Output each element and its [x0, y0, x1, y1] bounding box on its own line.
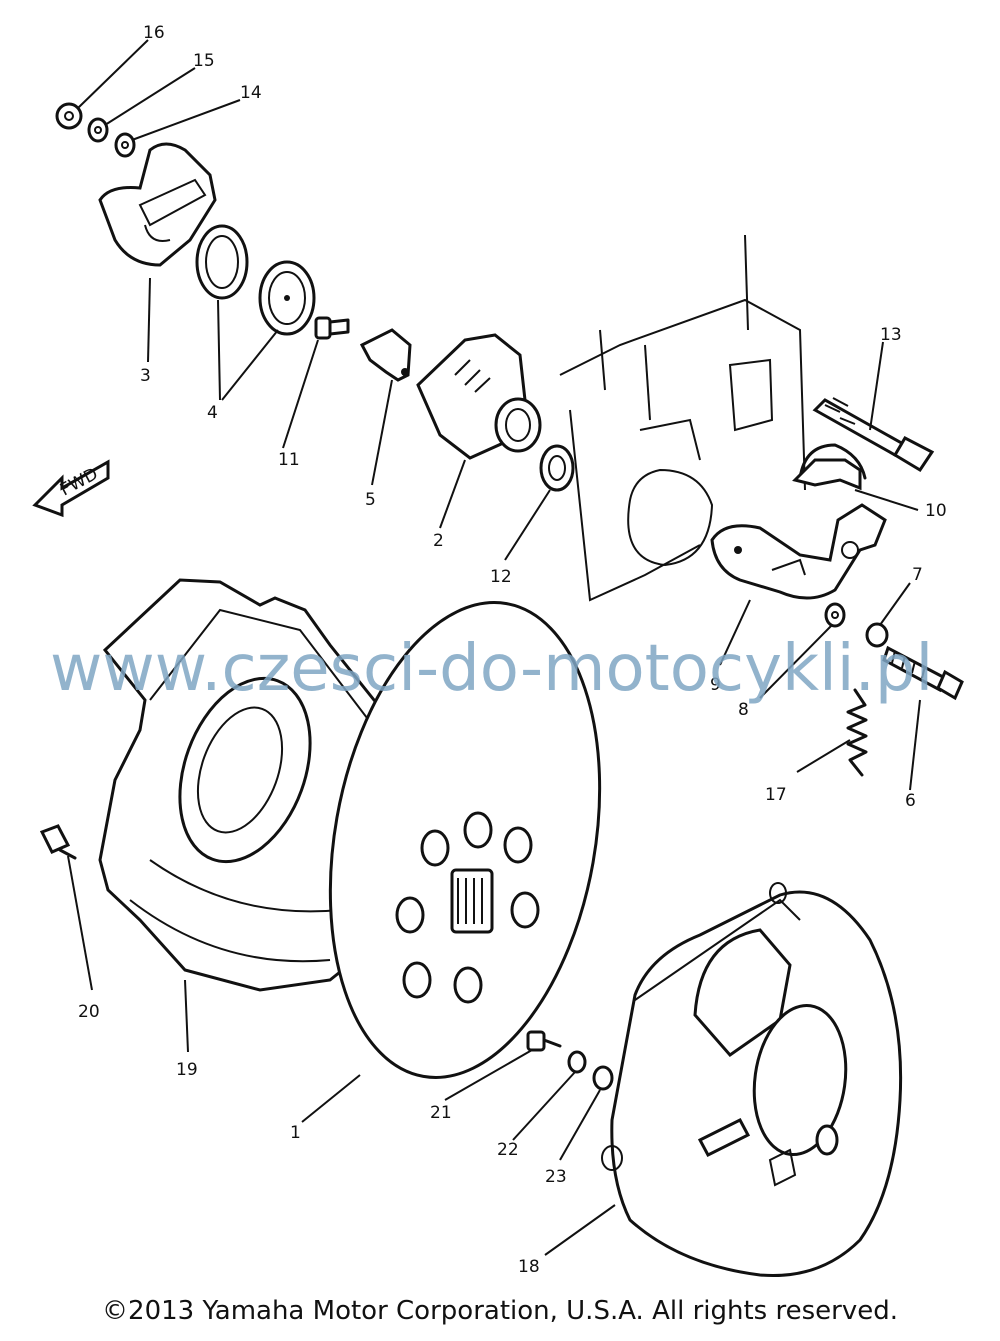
label-3: 3: [140, 366, 151, 386]
label-20: 20: [78, 1002, 100, 1022]
label-15: 15: [193, 51, 215, 71]
label-2: 2: [433, 531, 444, 551]
part-labels: 16 15 14 3 4 11 5 2 12 13 10 7 9 8 17 6 …: [78, 23, 947, 1277]
housing-2: [416, 333, 542, 460]
bearing-12: [539, 444, 575, 492]
label-16: 16: [143, 23, 165, 43]
seal-4b: [258, 260, 316, 336]
watermark-text: www.czesci-do-motocykli.pl: [50, 632, 934, 706]
label-12: 12: [490, 567, 512, 587]
screw-21: [526, 1030, 562, 1052]
label-5: 5: [365, 490, 376, 510]
label-19: 19: [176, 1060, 198, 1080]
label-13: 13: [880, 325, 902, 345]
label-23: 23: [545, 1167, 567, 1187]
washer-8: [824, 602, 846, 628]
lever-plate-9: [710, 503, 887, 600]
washer-14: [114, 132, 136, 158]
label-6: 6: [905, 791, 916, 811]
label-4: 4: [207, 403, 218, 423]
label-14: 14: [240, 83, 262, 103]
label-21: 21: [430, 1103, 452, 1123]
leader-lines: [67, 39, 921, 1256]
washer-22: [567, 1050, 587, 1074]
label-1: 1: [290, 1123, 301, 1143]
label-10: 10: [925, 501, 947, 521]
fwd-arrow-icon: FWD: [32, 459, 110, 518]
spring-17: [846, 688, 868, 777]
spring-clip-10: [792, 443, 867, 491]
pin-11: [314, 316, 350, 340]
washer-23: [592, 1065, 614, 1091]
outer-cover-18: [601, 882, 903, 1278]
engine-case-outline: [559, 234, 806, 602]
nut-16: [55, 102, 83, 130]
seal-4a: [195, 224, 249, 300]
label-11: 11: [278, 450, 300, 470]
housing-3: [98, 142, 217, 267]
disc-1: [328, 601, 602, 1079]
label-7: 7: [912, 565, 923, 585]
washer-15: [87, 117, 109, 143]
label-18: 18: [518, 1257, 540, 1277]
copyright-text: ©2013 Yamaha Motor Corporation, U.S.A. A…: [102, 1296, 898, 1326]
label-8: 8: [738, 700, 749, 720]
label-9: 9: [710, 675, 721, 695]
screw-20: [39, 824, 77, 860]
nut-7: [865, 622, 889, 648]
label-22: 22: [497, 1140, 519, 1160]
bolt-6: [882, 645, 964, 701]
label-17: 17: [765, 785, 787, 805]
bolt-13: [812, 397, 935, 473]
cam-5: [359, 328, 412, 382]
